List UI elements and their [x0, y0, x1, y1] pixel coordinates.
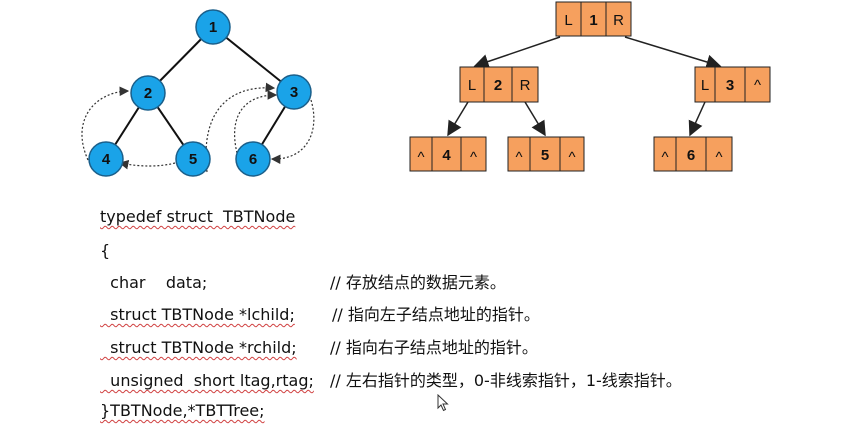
svg-text:3: 3 [290, 84, 298, 101]
svg-text:2: 2 [144, 85, 152, 102]
thread-link-4-2 [81, 86, 130, 161]
code-line-tags: unsigned short ltag,rtag; [100, 371, 314, 391]
svg-text:L: L [468, 77, 476, 94]
svg-text:1: 1 [589, 12, 597, 29]
linked-node-4: ^ 4 ^ [409, 136, 487, 172]
svg-text:6: 6 [249, 151, 257, 168]
linked-node-6: ^ 6 ^ [653, 136, 733, 172]
svg-text:^: ^ [754, 77, 761, 94]
link-arrow-3-6 [688, 101, 706, 137]
linked-node-1: L 1 R [555, 1, 632, 37]
thread-link-5-4 [118, 159, 176, 170]
tree-node-6: 6 [235, 141, 271, 177]
comment-data: // 存放结点的数据元素。 [330, 273, 506, 292]
link-arrow-1-2 [473, 36, 561, 69]
threaded-binary-tree: 1 2 3 4 5 6 [81, 9, 315, 177]
svg-text:^: ^ [417, 149, 424, 166]
svg-text:4: 4 [442, 147, 451, 164]
code-line-close: }TBTNode,*TBTTree; [100, 401, 265, 421]
svg-text:R: R [520, 77, 531, 94]
svg-text:5: 5 [541, 147, 549, 164]
code-line-data: char data; [100, 273, 208, 292]
svg-text:L: L [564, 12, 572, 29]
svg-text:^: ^ [515, 149, 522, 166]
linked-node-tree: L 1 R L 2 R L 3 ^ ^ 4 ^ [409, 1, 771, 172]
link-arrow-1-3 [624, 36, 722, 70]
rchild-text: struct TBTNode *rchild; [100, 338, 297, 357]
svg-text:L: L [701, 77, 709, 94]
svg-text:^: ^ [661, 149, 668, 166]
svg-text:2: 2 [494, 77, 502, 94]
linked-node-5: ^ 5 ^ [507, 136, 585, 172]
svg-text:R: R [613, 12, 624, 29]
code-line-open-brace: { [100, 241, 111, 260]
thread-link-5-3 [205, 82, 276, 173]
tree-node-4: 4 [88, 141, 124, 177]
tree-node-2: 2 [130, 75, 166, 111]
link-arrow-2-5 [524, 101, 546, 137]
tree-diagrams: 1 2 3 4 5 6 [81, 1, 771, 177]
typedef-text: typedef struct TBTNode [100, 207, 296, 226]
svg-text:^: ^ [715, 149, 722, 166]
close-text: }TBTNode,*TBTTree; [100, 401, 265, 420]
thread-link-6-3-right [270, 99, 315, 165]
svg-text:4: 4 [102, 151, 111, 168]
tree-node-1: 1 [195, 9, 231, 45]
svg-text:1: 1 [209, 19, 217, 36]
svg-text:3: 3 [726, 77, 734, 94]
svg-text:^: ^ [470, 149, 477, 166]
comment-lchild: // 指向左子结点地址的指针。 [332, 305, 540, 324]
comment-tags: // 左右指针的类型，0-非线索指针，1-线索指针。 [330, 371, 682, 390]
link-arrow-2-4 [447, 101, 469, 137]
svg-text:^: ^ [568, 149, 575, 166]
code-line-typedef: typedef struct TBTNode [100, 207, 295, 227]
lchild-text: struct TBTNode *lchild; [100, 305, 295, 324]
code-line-lchild: struct TBTNode *lchild; [100, 305, 295, 325]
thread-link-6-3-left [234, 90, 278, 154]
tags-text: unsigned short ltag,rtag; [100, 371, 314, 390]
linked-node-2: L 2 R [459, 66, 539, 103]
tree-node-5: 5 [175, 141, 211, 177]
tree-node-3: 3 [276, 74, 312, 110]
mouse-cursor-icon [437, 394, 449, 412]
svg-text:6: 6 [687, 147, 695, 164]
code-line-rchild: struct TBTNode *rchild; [100, 338, 297, 358]
comment-rchild: // 指向右子结点地址的指针。 [330, 338, 538, 357]
svg-text:5: 5 [189, 151, 197, 168]
linked-node-3: L 3 ^ [694, 66, 771, 103]
